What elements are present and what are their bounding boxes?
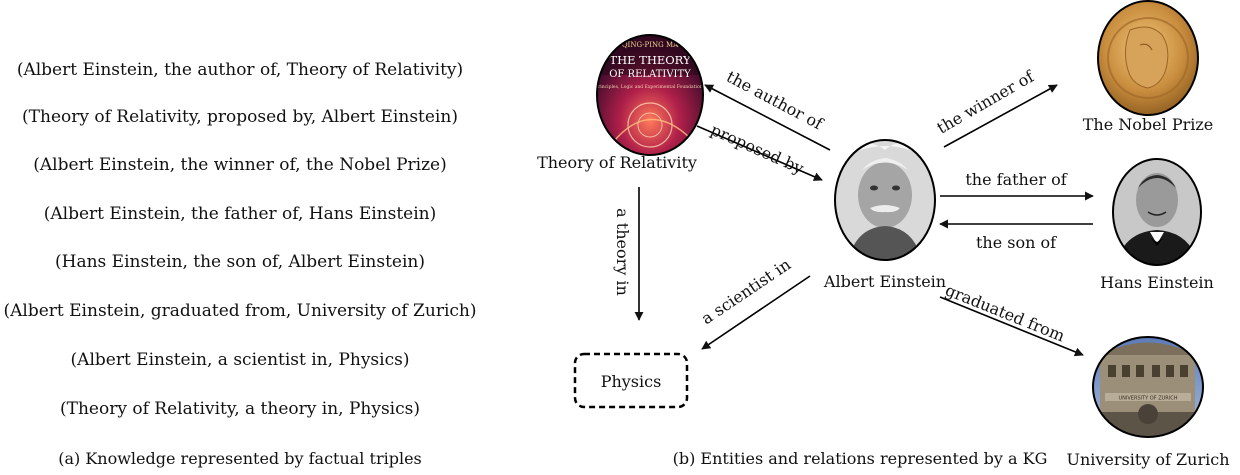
entity-zurich-label: University of Zurich [1066, 450, 1229, 469]
building-sign-text: UNIVERSITY OF ZURICH [1119, 396, 1178, 402]
triple-2: (Theory of Relativity, proposed by, Albe… [22, 107, 458, 127]
label-theory-in: a theory in [613, 208, 632, 296]
triple-6: (Albert Einstein, graduated from, Univer… [3, 301, 477, 321]
label-proposed-by: proposed by [708, 120, 807, 178]
entity-hans-label: Hans Einstein [1100, 273, 1214, 292]
book-author-text: QING-PING MA [622, 41, 679, 49]
triple-3: (Albert Einstein, the winner of, the Nob… [33, 155, 447, 175]
entity-physics-label: Physics [601, 372, 662, 391]
book-title-line1: THE THEORY [609, 53, 691, 67]
triple-8: (Theory of Relativity, a theory in, Phys… [60, 399, 420, 419]
entity-nobel-label: The Nobel Prize [1083, 115, 1214, 134]
label-author-of: the author of [723, 67, 826, 134]
arrow-scientist-in [701, 275, 811, 350]
triple-5: (Hans Einstein, the son of, Albert Einst… [54, 252, 425, 272]
label-son-of: the son of [976, 233, 1057, 252]
caption-right: (b) Entities and relations represented b… [672, 449, 1048, 468]
nobel-medal-image [1097, 0, 1199, 116]
triple-4: (Albert Einstein, the father of, Hans Ei… [43, 204, 437, 224]
label-graduated-from: graduated from [943, 280, 1068, 345]
label-scientist-in: a scientist in [698, 255, 794, 329]
label-father-of: the father of [965, 170, 1067, 189]
entity-einstein-label: Albert Einstein [823, 272, 946, 291]
arrow-author-of [704, 84, 831, 151]
arrow-winner-of [943, 84, 1058, 148]
book-subtitle: Principles, Logic and Experimental Found… [595, 84, 705, 90]
triple-7: (Albert Einstein, a scientist in, Physic… [70, 350, 410, 370]
triple-1: (Albert Einstein, the author of, Theory … [16, 60, 464, 80]
book-title-line2: OF RELATIVITY [609, 69, 691, 80]
zurich-building-image: UNIVERSITY OF ZURICH [1092, 336, 1204, 438]
caption-left: (a) Knowledge represented by factual tri… [58, 449, 422, 468]
entity-theory-label: Theory of Relativity [537, 153, 697, 172]
arrow-proposed-by [696, 125, 823, 181]
arrow-graduated-from [939, 296, 1084, 357]
hans-portrait-image [1112, 158, 1202, 266]
label-winner-of: the winner of [934, 66, 1038, 137]
theory-book-image: QING-PING MA THE THEORY OF RELATIVITY Pr… [595, 34, 705, 156]
einstein-portrait-image [834, 139, 936, 261]
physics-node-box [573, 352, 689, 409]
